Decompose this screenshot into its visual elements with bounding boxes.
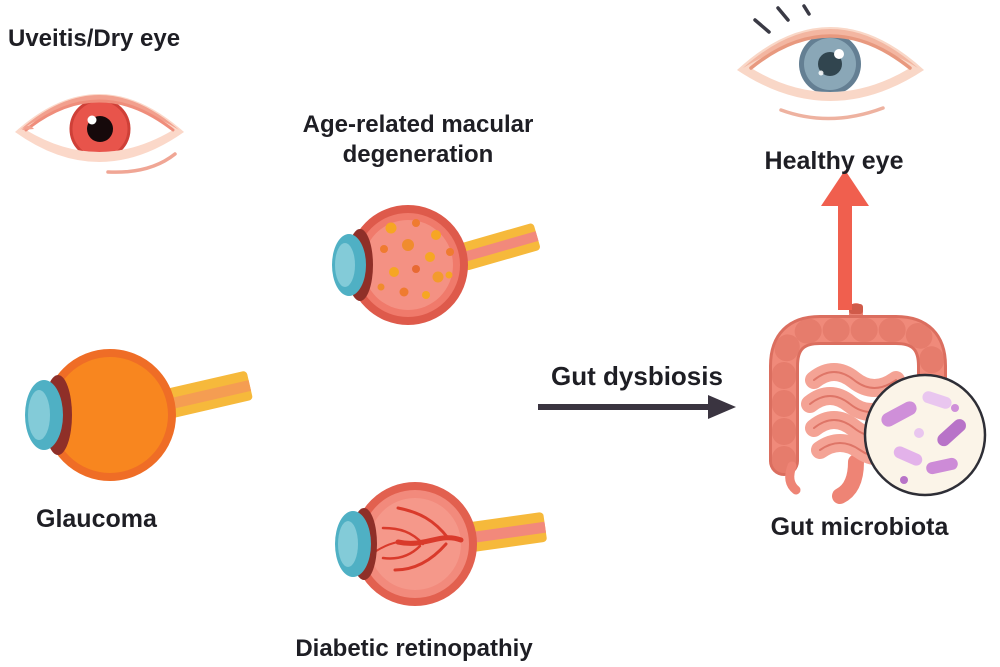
dysbiosis-right-arrow-icon [536,392,738,422]
glaucoma-label: Glaucoma [36,505,157,533]
bacteria [881,391,966,484]
gut-dysbiosis-label: Gut dysbiosis [551,361,723,391]
glaucoma-eyeball-illustration [10,320,255,495]
amd-label-line2: degeneration [342,141,494,168]
gut-microbiota-label: Gut microbiota [770,513,949,541]
amd-label: Age-related macular degeneration [263,110,573,170]
recovery-up-arrow-icon [817,170,873,312]
optic-nerve [459,223,540,271]
eyelashes [753,4,811,34]
microbiota-magnifier [863,373,987,497]
gut-microbiota-illustration [756,296,996,511]
intestine [769,303,947,504]
uveitis-dry-eye-label: Uveitis/Dry eye [8,25,181,52]
amd-eyeball-illustration [318,183,543,333]
amd-label-line1: Age-related macular [302,111,534,138]
diabetic-retinopathy-label: Diabetic retinopathiy [295,635,533,662]
red-irritated-eye-illustration [12,72,187,192]
diabetic-retinopathy-eyeball-illustration [320,452,550,622]
healthy-eye-label: Healthy eye [764,147,904,175]
healthy-eye-illustration [733,4,928,134]
retinal-vessels [371,506,464,572]
optic-nerve [165,371,253,418]
optic-nerve [468,512,547,552]
drusen-dots [377,219,454,299]
